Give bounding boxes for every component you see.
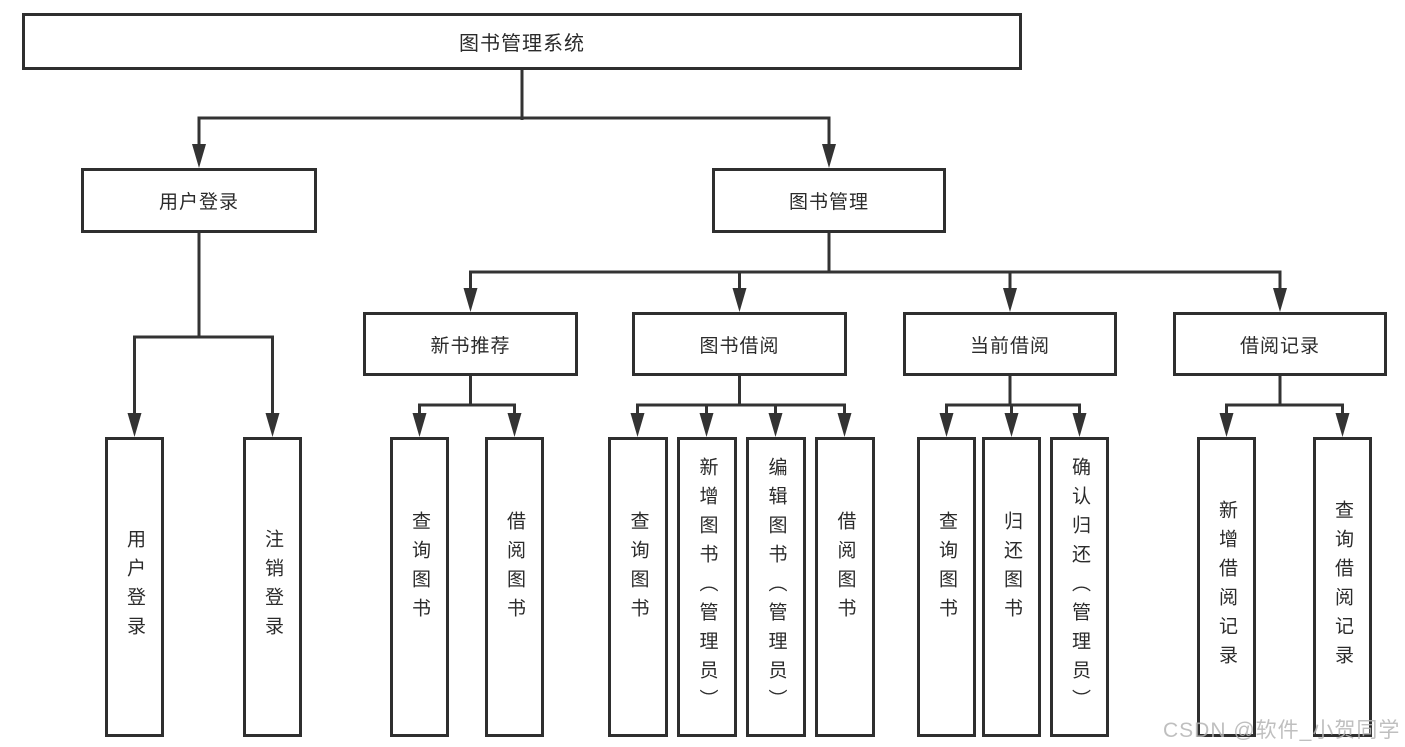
leaf-label: 用户登录	[124, 529, 145, 645]
node-label: 当前借阅	[969, 335, 1050, 357]
node-label: 图书管理系统	[459, 33, 585, 55]
leaf-logout: 注销登录	[243, 437, 302, 737]
csdn-watermark: CSDN @软件_小贺同学	[1163, 719, 1401, 742]
leaf-label: 借阅图书	[834, 511, 856, 627]
leaf-current-query-book: 查询图书	[917, 437, 976, 737]
node-label: 图书管理	[788, 192, 869, 213]
leaf-record-add-borrow-record: 新增借阅记录	[1197, 437, 1256, 737]
leaf-label: 查询借阅记录	[1332, 500, 1353, 674]
leaf-label: 借阅图书	[504, 511, 525, 627]
node-root-system: 图书管理系统	[22, 13, 1022, 70]
leaf-user-login: 用户登录	[105, 437, 164, 737]
leaf-label: 注销登录	[262, 529, 283, 645]
node-book-borrow: 图书借阅	[632, 312, 847, 376]
node-label: 借阅记录	[1239, 335, 1320, 357]
node-borrow-records: 借阅记录	[1173, 312, 1387, 376]
leaf-label: 确认归还（管理员）	[1069, 456, 1090, 718]
leaf-recommend-query-book: 查询图书	[390, 437, 449, 737]
node-label: 新书推荐	[430, 335, 511, 357]
connector-lines	[133, 70, 1344, 417]
node-user-login: 用户登录	[81, 168, 317, 233]
leaf-label: 查询图书	[409, 511, 430, 627]
leaf-current-return-book: 归还图书	[982, 437, 1041, 737]
leaf-label: 归还图书	[1001, 511, 1022, 627]
leaf-label: 查询图书	[627, 511, 649, 627]
leaf-label: 新增图书（管理员）	[696, 456, 718, 718]
node-current-borrow: 当前借阅	[903, 312, 1117, 376]
node-book-management: 图书管理	[712, 168, 946, 233]
leaf-borrow-borrow-book: 借阅图书	[815, 437, 875, 737]
node-label: 用户登录	[158, 192, 239, 213]
leaf-record-query-borrow-record: 查询借阅记录	[1313, 437, 1372, 737]
leaf-label: 编辑图书（管理员）	[765, 456, 787, 718]
leaf-borrow-add-book-admin: 新增图书（管理员）	[677, 437, 737, 737]
leaf-label: 查询图书	[936, 511, 957, 627]
leaf-recommend-borrow-book: 借阅图书	[485, 437, 544, 737]
leaf-borrow-query-book: 查询图书	[608, 437, 668, 737]
connector-arrowheads	[127, 144, 1350, 437]
leaf-current-confirm-return-admin: 确认归还（管理员）	[1050, 437, 1109, 737]
node-label: 图书借阅	[699, 335, 780, 357]
node-new-book-recommend: 新书推荐	[363, 312, 578, 376]
leaf-borrow-edit-book-admin: 编辑图书（管理员）	[746, 437, 806, 737]
leaf-label: 新增借阅记录	[1216, 500, 1237, 674]
